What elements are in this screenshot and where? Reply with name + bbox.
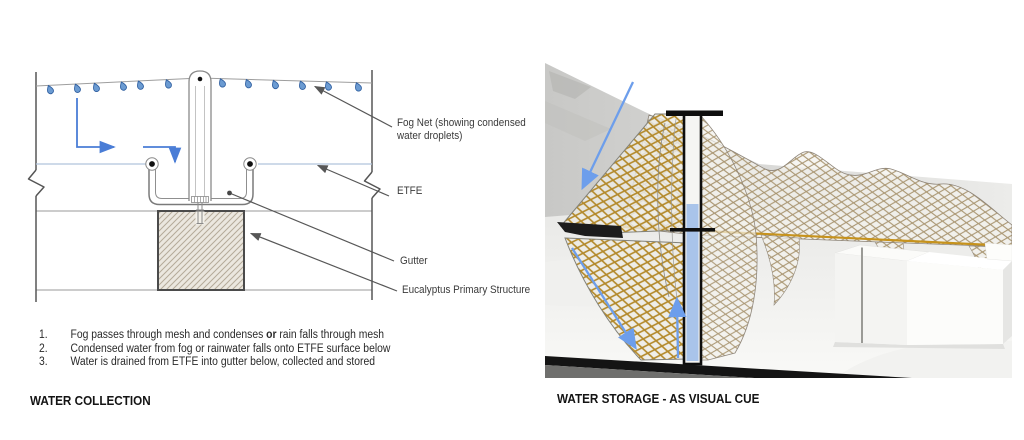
tower-lattice xyxy=(557,113,758,361)
leader-lines xyxy=(229,85,398,292)
right-caption: WATER STORAGE - AS VISUAL CUE xyxy=(557,391,760,406)
step-1: 1. Fog passes through mesh and condenses… xyxy=(39,329,385,341)
process-steps: 1. Fog passes through mesh and condenses… xyxy=(39,329,390,370)
flow-arrows xyxy=(76,98,182,164)
anchor-bolt xyxy=(191,196,209,225)
render-canvas xyxy=(545,63,1012,378)
water-flow-arrows xyxy=(571,81,687,359)
water-level xyxy=(686,204,699,361)
step-3: 3. Water is drained from ETFE into gutte… xyxy=(39,356,376,369)
label-etfe: ETFE xyxy=(397,185,423,197)
gutter-leader-dot xyxy=(227,190,232,196)
section-borders xyxy=(27,70,381,302)
water-storage-column xyxy=(666,110,723,366)
water-storage-render xyxy=(545,57,1012,378)
context-buildings xyxy=(833,242,1012,349)
central-post xyxy=(188,70,212,201)
gutter-fixings xyxy=(145,157,257,171)
label-eucalyptus: Eucalyptus Primary Structure xyxy=(402,284,531,296)
road-edge xyxy=(545,356,912,378)
gutter-spout xyxy=(557,222,623,238)
label-fog-net: Fog Net (showing condensed water droplet… xyxy=(397,117,526,142)
step-2: 2. Condensed water from fog or rainwater… xyxy=(39,342,391,355)
left-caption: WATER COLLECTION xyxy=(30,393,151,408)
label-gutter: Gutter xyxy=(400,255,428,267)
